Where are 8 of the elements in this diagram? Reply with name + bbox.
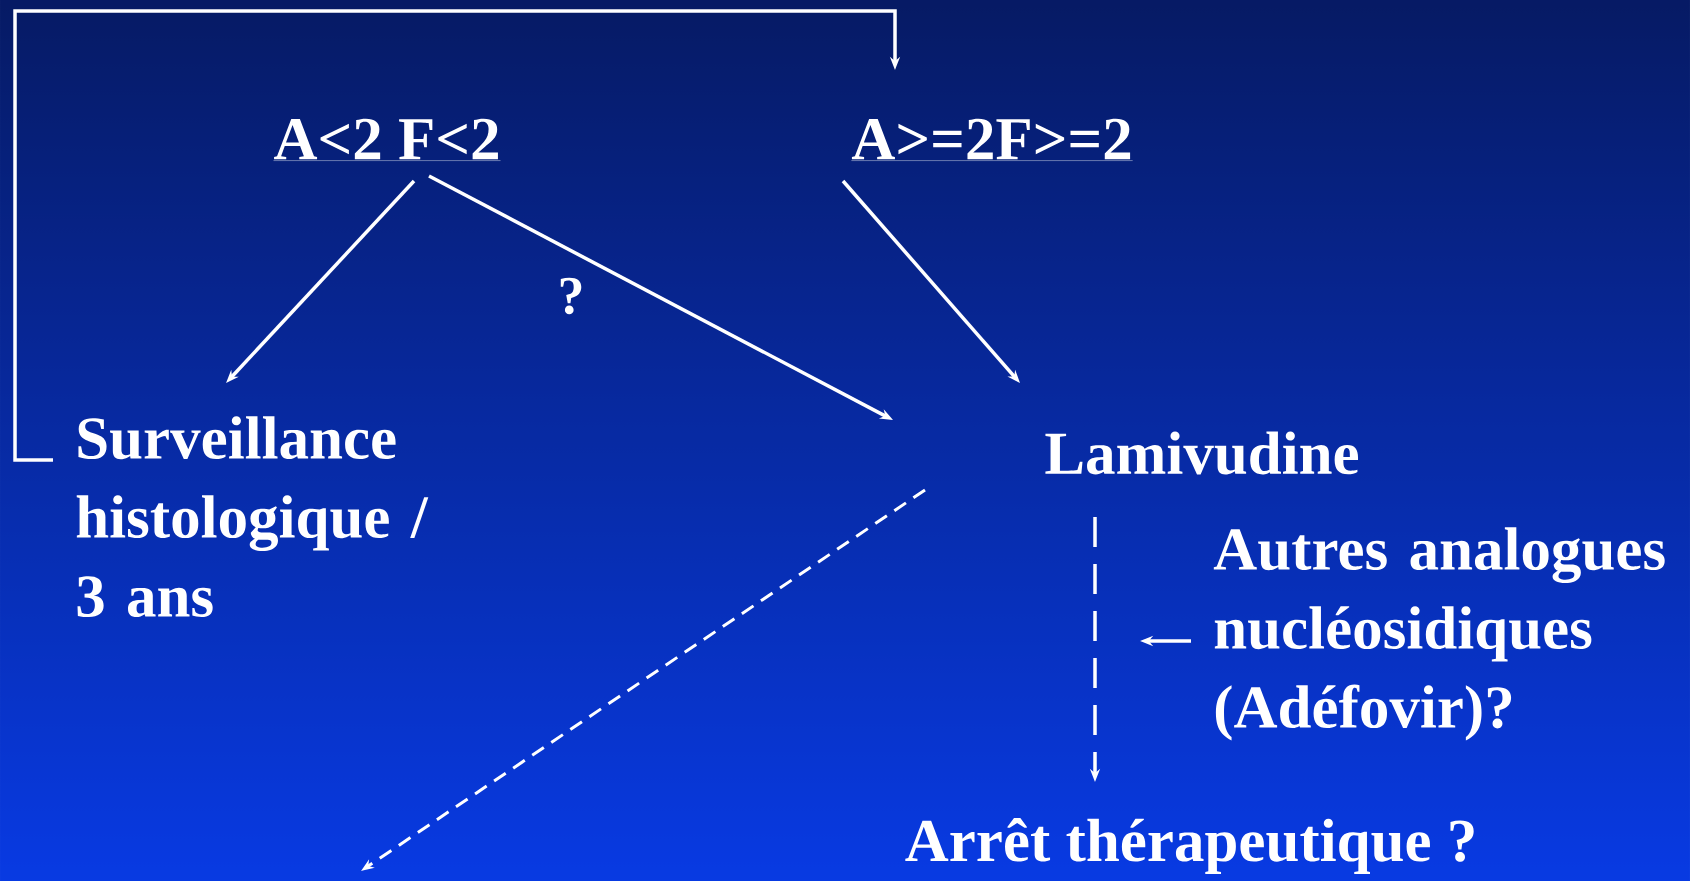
step-text: Lamivudine (1045, 431, 1359, 475)
arrow (13, 9, 901, 462)
step-text: Autres analogues nucléosidiques (Adéfovir)? (1213, 527, 1665, 741)
step-text: Surveillance histologique / 3 ans (76, 416, 429, 618)
edge-label: ? (560, 277, 582, 315)
heading: A<2 F<2 (273, 118, 501, 161)
heading: A>=2F>=2 (851, 118, 1133, 161)
step-text: Arrêt thérapeutique ? (905, 818, 1474, 874)
